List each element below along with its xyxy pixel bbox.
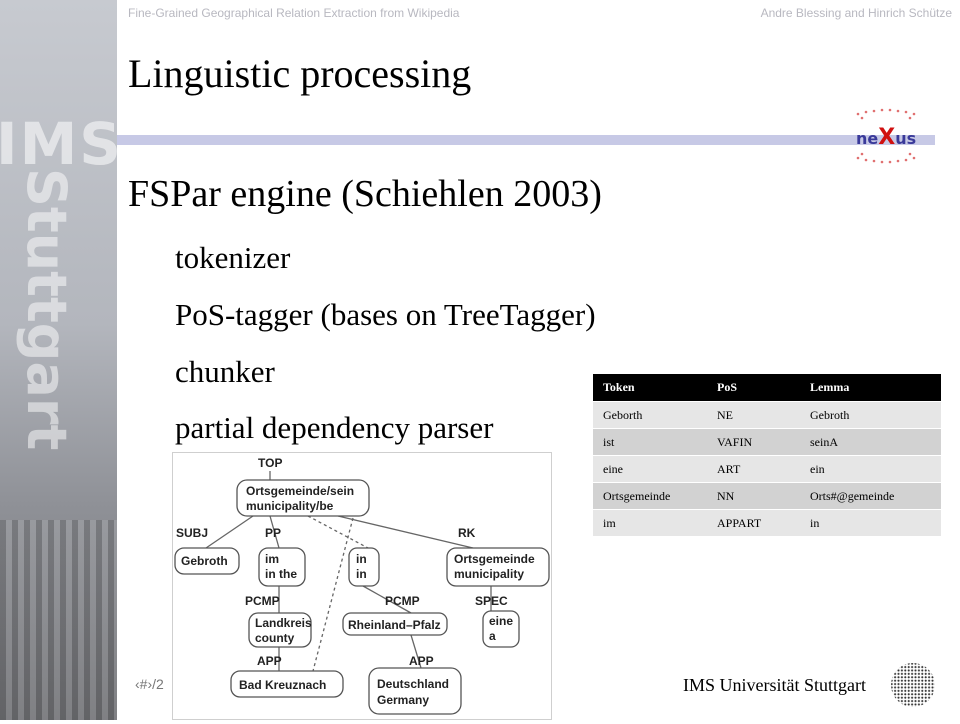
tree-edge-label: PCMP — [385, 594, 420, 608]
svg-text:neXus: neXus — [856, 125, 916, 150]
dependency-tree-figure: TOP Ortsgemeinde/sein municipality/be SU… — [172, 452, 552, 720]
tree-node-line: Ortsgemeinde — [454, 552, 535, 566]
tree-edge-label: APP — [257, 654, 282, 668]
tree-node-line: county — [255, 631, 295, 645]
stuttgart-watermark: Stuttgart — [15, 168, 78, 451]
tree-edge-label: APP — [409, 654, 434, 668]
tree-node-line: im — [265, 552, 279, 566]
tree-node-line: Rheinland–Pfalz — [348, 618, 441, 632]
tree-node-line: in — [356, 552, 367, 566]
building-photo — [0, 520, 117, 720]
nexus-letter: s — [907, 129, 917, 148]
table-header: Token — [593, 374, 707, 402]
tree-node-line: municipality — [454, 567, 524, 581]
header-authors: Andre Blessing and Hinrich Schütze — [760, 6, 952, 20]
tree-edge-label: RK — [458, 526, 476, 540]
tree-node-line: Germany — [377, 693, 429, 707]
bullet-item: PoS-tagger (bases on TreeTagger) — [175, 297, 596, 332]
table-header: Lemma — [800, 374, 941, 402]
nexus-letter: e — [867, 129, 878, 148]
table-cell: APPART — [707, 509, 800, 536]
tree-node-line: in the — [265, 567, 297, 581]
tree-node-line: Ortsgemeinde/sein — [246, 484, 354, 498]
sidebar-photo: IMS Stuttgart — [0, 0, 117, 720]
table-cell: in — [800, 509, 941, 536]
tree-edge-label: PCMP — [245, 594, 280, 608]
table-cell: NE — [707, 401, 800, 429]
university-dot-logo — [891, 663, 935, 707]
table-cell: ist — [593, 428, 707, 456]
table-cell: Orts#@gemeinde — [800, 482, 941, 510]
table-cell: ein — [800, 455, 941, 483]
table-cell: im — [593, 509, 707, 536]
tree-edge-label: SPEC — [475, 594, 508, 608]
table-cell: Ortsgemeinde — [593, 482, 707, 510]
slide-title: Linguistic processing — [128, 51, 472, 96]
bullet-item: tokenizer — [175, 240, 291, 275]
tree-node-line: Bad Kreuznach — [239, 678, 326, 692]
page-number: ‹#›/2 — [135, 676, 164, 692]
tree-node-line: Landkreis — [255, 616, 312, 630]
table-cell: ART — [707, 455, 800, 483]
bullet-item: partial dependency parser — [175, 410, 494, 445]
tree-edge-label: PP — [265, 526, 281, 540]
table-cell: eine — [593, 455, 707, 483]
tree-node-line: municipality/be — [246, 499, 334, 513]
tree-node-line: Gebroth — [181, 554, 228, 568]
nexus-logo: neXus — [856, 108, 916, 164]
nexus-letter: u — [895, 129, 906, 148]
university-name: IMS Universität Stuttgart — [683, 675, 866, 695]
tree-edge-label: SUBJ — [176, 526, 208, 540]
header-title: Fine-Grained Geographical Relation Extra… — [128, 6, 460, 20]
title-divider-bar — [117, 135, 935, 145]
tree-root-label: TOP — [258, 456, 282, 470]
bullet-item: chunker — [175, 354, 275, 389]
tree-node-line: Deutschland — [377, 677, 449, 691]
nexus-letter: n — [856, 129, 867, 148]
table-cell: VAFIN — [707, 428, 800, 456]
table-cell: NN — [707, 482, 800, 510]
tree-node-line: eine — [489, 614, 513, 628]
table-header: PoS — [707, 374, 800, 402]
tree-node-line: a — [489, 629, 496, 643]
tree-node-line: in — [356, 567, 367, 581]
table-cell: seinA — [800, 428, 941, 456]
section-heading: FSPar engine (Schiehlen 2003) — [128, 173, 602, 215]
table-cell: Geborth — [593, 401, 707, 429]
nexus-letter: X — [878, 125, 895, 150]
table-cell: Gebroth — [800, 401, 941, 429]
ims-watermark: IMS — [0, 110, 117, 178]
